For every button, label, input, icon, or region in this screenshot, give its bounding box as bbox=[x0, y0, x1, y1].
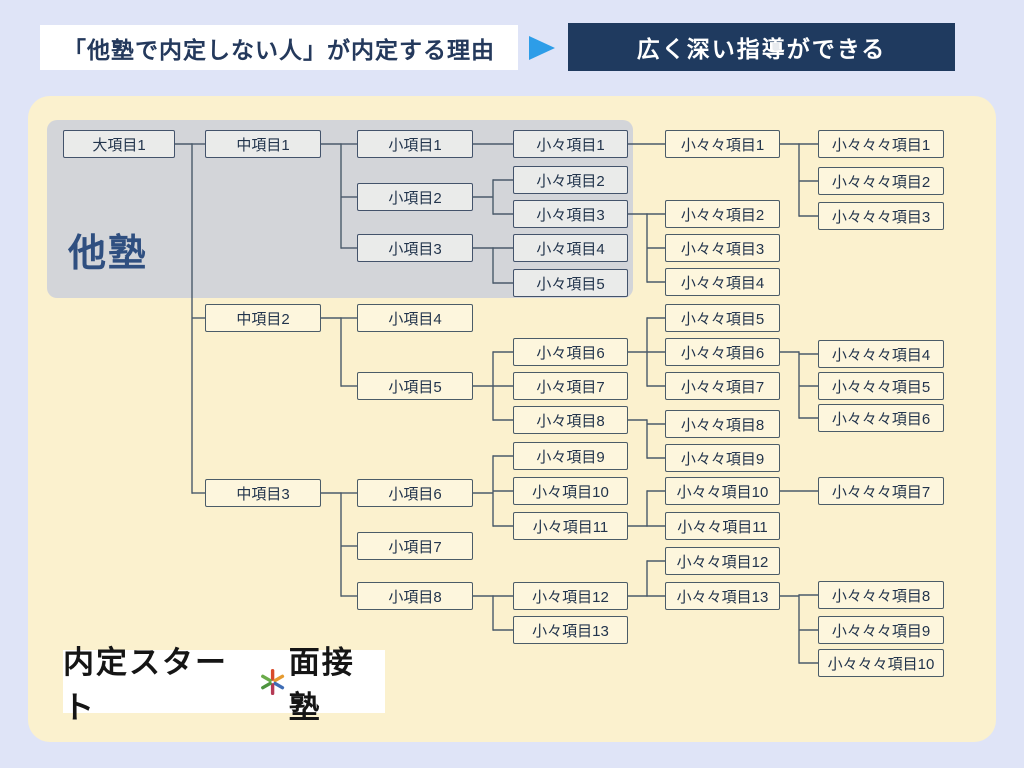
tree-node-q10: 小々々々項目10 bbox=[818, 649, 944, 677]
tree-node-s2: 小項目2 bbox=[357, 183, 473, 211]
tree-node-t8: 小々々項目8 bbox=[665, 410, 780, 438]
tree-node-ss13: 小々項目13 bbox=[513, 616, 628, 644]
tree-node-ss1: 小々項目1 bbox=[513, 130, 628, 158]
tree-node-ss10: 小々項目10 bbox=[513, 477, 628, 505]
tree-node-t13: 小々々項目13 bbox=[665, 582, 780, 610]
tree-node-ss8: 小々項目8 bbox=[513, 406, 628, 434]
logo: 内定スタート 面接塾 bbox=[63, 645, 385, 725]
tree-node-q7: 小々々々項目7 bbox=[818, 477, 944, 505]
tree-node-t3: 小々々項目3 bbox=[665, 234, 780, 262]
tree-node-c1: 中項目1 bbox=[205, 130, 321, 158]
tree-node-ss2: 小々項目2 bbox=[513, 166, 628, 194]
tree-node-t1: 小々々項目1 bbox=[665, 130, 780, 158]
tree-node-ss9: 小々項目9 bbox=[513, 442, 628, 470]
tree-node-q8: 小々々々項目8 bbox=[818, 581, 944, 609]
tree-node-q4: 小々々々項目4 bbox=[818, 340, 944, 368]
other-school-label: 他塾 bbox=[68, 233, 149, 275]
header-reason-label: 「他塾で内定しない人」が内定する理由 bbox=[63, 36, 495, 63]
tree-node-ss4: 小々項目4 bbox=[513, 234, 628, 262]
header-result-box: 広く深い指導ができる bbox=[568, 23, 955, 71]
tree-node-t6: 小々々項目6 bbox=[665, 338, 780, 366]
tree-node-q9: 小々々々項目9 bbox=[818, 616, 944, 644]
tree-node-t7: 小々々項目7 bbox=[665, 372, 780, 400]
header-reason-box: 「他塾で内定しない人」が内定する理由 bbox=[40, 25, 518, 70]
tree-node-s6: 小項目6 bbox=[357, 479, 473, 507]
logo-text-left: 内定スタート bbox=[63, 644, 228, 725]
tree-node-t11: 小々々項目11 bbox=[665, 512, 780, 540]
tree-node-d1: 大項目1 bbox=[63, 130, 175, 158]
tree-node-ss12: 小々項目12 bbox=[513, 582, 628, 610]
tree-node-q2: 小々々々項目2 bbox=[818, 167, 944, 195]
tree-node-ss11: 小々項目11 bbox=[513, 512, 628, 540]
star-burst-icon bbox=[260, 668, 284, 695]
tree-node-q3: 小々々々項目3 bbox=[818, 202, 944, 230]
tree-node-q1: 小々々々項目1 bbox=[818, 130, 944, 158]
tree-node-s5: 小項目5 bbox=[357, 372, 473, 400]
logo-text-right: 面接塾 bbox=[288, 644, 355, 725]
tree-node-s8: 小項目8 bbox=[357, 582, 473, 610]
tree-node-ss7: 小々項目7 bbox=[513, 372, 628, 400]
tree-node-t2: 小々々項目2 bbox=[665, 200, 780, 228]
tree-node-t4: 小々々項目4 bbox=[665, 268, 780, 296]
tree-node-q6: 小々々々項目6 bbox=[818, 404, 944, 432]
tree-node-s1: 小項目1 bbox=[357, 130, 473, 158]
tree-node-t10: 小々々項目10 bbox=[665, 477, 780, 505]
tree-node-c3: 中項目3 bbox=[205, 479, 321, 507]
arrow-right-icon bbox=[529, 36, 555, 60]
tree-node-s3: 小項目3 bbox=[357, 234, 473, 262]
tree-node-ss6: 小々項目6 bbox=[513, 338, 628, 366]
tree-node-s7: 小項目7 bbox=[357, 532, 473, 560]
tree-node-ss5: 小々項目5 bbox=[513, 269, 628, 297]
tree-node-s4: 小項目4 bbox=[357, 304, 473, 332]
tree-node-t12: 小々々項目12 bbox=[665, 547, 780, 575]
tree-node-q5: 小々々々項目5 bbox=[818, 372, 944, 400]
tree-node-t5: 小々々項目5 bbox=[665, 304, 780, 332]
tree-node-c2: 中項目2 bbox=[205, 304, 321, 332]
tree-node-ss3: 小々項目3 bbox=[513, 200, 628, 228]
header-result-label: 広く深い指導ができる bbox=[636, 36, 887, 62]
tree-node-t9: 小々々項目9 bbox=[665, 444, 780, 472]
